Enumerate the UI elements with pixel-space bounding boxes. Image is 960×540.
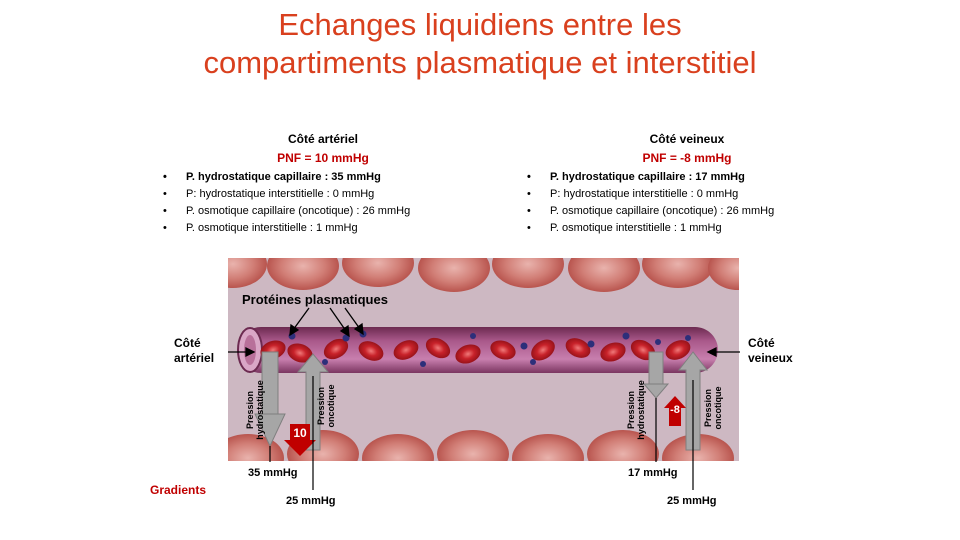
arterial-pnf: PNF = 10 mmHg [277,151,369,165]
arterial-info: Côté artériel PNF = 10 mmHg P. hydrostat… [158,132,488,237]
title-line-1: Echanges liquidiens entre les [278,7,682,42]
arterial-item-2: P: hydrostatique interstitielle : 0 mmHg [158,186,488,203]
end-pointer-arrows [228,346,740,358]
venous-item-3: P. osmotique capillaire (oncotique) : 26… [522,203,852,220]
arterial-item-3: P. osmotique capillaire (oncotique) : 26… [158,203,488,220]
venous-hydrostatic-value: 17 mmHg [628,467,678,479]
venous-hydrostatic-arrow [642,351,670,399]
venous-item-2: P: hydrostatique interstitielle : 0 mmHg [522,186,852,203]
protein-pointer-arrows [289,307,364,338]
arterial-hydrostatic-label: Pression hydrostatique [245,370,265,450]
arterial-list: P. hydrostatique capillaire : 35 mmHg P:… [158,169,488,237]
plasma-proteins [288,330,691,367]
venous-hydro-line1: Pression [626,390,636,430]
arterial-oncotic-label: Pression oncotique [316,371,336,441]
arterial-item-1: P. hydrostatique capillaire : 35 mmHg [158,169,488,186]
top-cell-row [228,258,739,292]
venous-pnf: PNF = -8 mmHg [642,151,732,165]
venous-onco-line1: Pression [703,388,713,428]
venous-hydrostatic-label: Pression hydrostatique [626,370,646,450]
arterial-hydro-line2: hydrostatique [255,380,265,440]
arterial-onco-line2: oncotique [326,384,336,428]
venous-end-line2: veineux [748,351,793,365]
arterial-heading: Côté artériel [287,132,359,146]
proteins-label: Protéines plasmatiques [242,292,388,307]
title-line-2: compartiments plasmatique et interstitie… [203,45,757,80]
arterial-hydrostatic-value: 35 mmHg [248,467,298,479]
arterial-end-line2: artériel [174,351,215,365]
arterial-net-arrow [284,424,316,456]
venous-end-line1: Côté [748,336,775,350]
gradients-label: Gradients [150,483,207,497]
venous-onco-line2: oncotique [713,386,723,430]
arterial-oncotic-value: 25 mmHg [286,495,336,507]
venous-list: P. hydrostatique capillaire : 17 mmHg P:… [522,169,852,237]
arterial-end-label: Côté artériel [174,336,214,366]
arterial-onco-line1: Pression [316,386,326,426]
venous-info: Côté veineux PNF = -8 mmHg P. hydrostati… [522,132,852,237]
arterial-end-line1: Côté [174,336,201,350]
arterial-hydro-line1: Pression [245,390,255,430]
venous-heading: Côté veineux [649,132,725,146]
arterial-gradient-lines [269,376,314,490]
venous-oncotic-value: 25 mmHg [667,495,717,507]
vessel-red-cells [260,337,691,364]
slide-title: Echanges liquidiens entre les compartime… [0,6,960,82]
arterial-hydrostatic-arrow [254,351,286,448]
venous-net-arrow [664,396,686,426]
venous-end-label: Côté veineux [748,336,793,366]
venous-hydro-line2: hydrostatique [636,380,646,440]
venous-gradient-lines [655,380,694,490]
venous-item-1: P. hydrostatique capillaire : 17 mmHg [522,169,852,186]
arterial-net-value: 10 [293,426,307,440]
arterial-item-4: P. osmotique interstitielle : 1 mmHg [158,220,488,237]
venous-item-4: P. osmotique interstitielle : 1 mmHg [522,220,852,237]
venous-oncotic-label: Pression oncotique [703,373,723,443]
venous-net-value: -8 [670,404,680,416]
